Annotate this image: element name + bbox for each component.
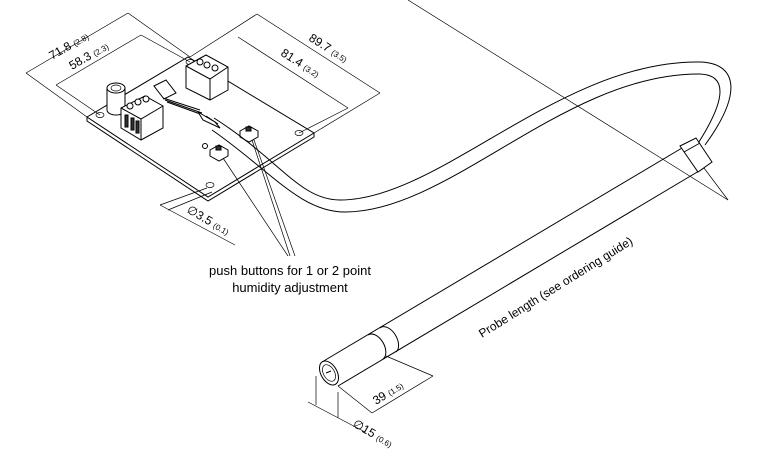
annotation-line-1: push buttons for 1 or 2 point [209, 263, 371, 278]
terminal-block-top [185, 54, 229, 101]
push-button-1 [202, 143, 229, 162]
push-button-2 [239, 125, 259, 143]
probe-body [319, 137, 713, 387]
probe-cable [197, 61, 732, 213]
leader-lines [222, 139, 296, 257]
dim-probe-diameter: ∅15 (0.6) [351, 416, 396, 450]
terminal-block-left [120, 95, 164, 141]
dim-probe-length: Probe length (see ordering guide) [476, 234, 635, 341]
ribbon-connector [153, 79, 204, 116]
dim-81-4: 81.4 (3.2) [278, 46, 322, 81]
push-button-annotation: push buttons for 1 or 2 point humidity a… [190, 262, 390, 296]
dim-hole-diameter: ∅3.5 (0.1) [185, 202, 233, 238]
annotation-line-2: humidity adjustment [232, 280, 348, 295]
dimension-lines [25, 0, 729, 433]
